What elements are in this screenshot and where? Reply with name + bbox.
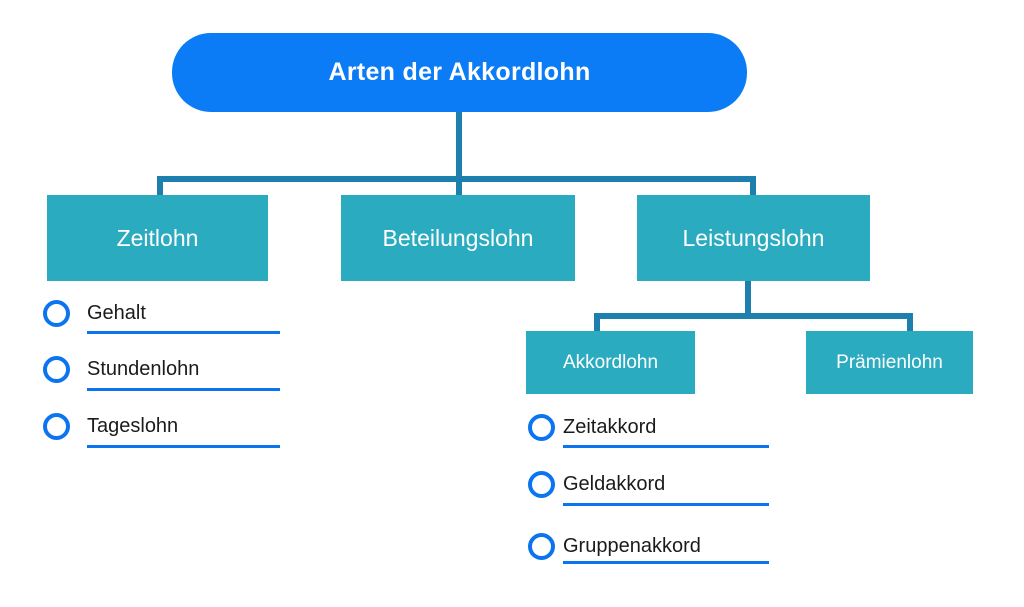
connector-level2-right-stub (907, 313, 913, 333)
list-item-geldakkord: Geldakkord (563, 473, 666, 495)
circle-bullet-icon (43, 300, 70, 327)
node-praemienlohn-label: Prämienlohn (836, 351, 943, 373)
root-node: Arten der Akkordlohn (172, 33, 747, 112)
item-underline (87, 331, 280, 334)
node-praemienlohn: Prämienlohn (806, 331, 973, 394)
node-leistungslohn-label: Leistungslohn (682, 224, 825, 251)
circle-bullet-icon (528, 471, 555, 498)
node-akkordlohn: Akkordlohn (526, 331, 695, 394)
node-leistungslohn: Leistungslohn (637, 195, 870, 281)
circle-bullet-icon (528, 414, 555, 441)
item-underline (563, 503, 769, 506)
circle-bullet-icon (528, 533, 555, 560)
list-item-zeitakkord: Zeitakkord (563, 416, 657, 438)
item-underline (87, 388, 280, 391)
connector-leistungslohn-vertical (745, 281, 751, 316)
list-item-stundenlohn: Stundenlohn (87, 358, 200, 380)
node-beteilungslohn: Beteilungslohn (341, 195, 575, 281)
item-underline (563, 445, 769, 448)
connector-level1-left-stub (157, 176, 163, 195)
list-item-gruppenakkord: Gruppenakkord (563, 535, 701, 557)
node-akkordlohn-label: Akkordlohn (562, 351, 659, 373)
list-item-tageslohn: Tageslohn (87, 415, 179, 437)
connector-level2-left-stub (594, 313, 600, 333)
node-zeitlohn: Zeitlohn (47, 195, 268, 281)
root-node-label: Arten der Akkordlohn (328, 58, 591, 86)
node-zeitlohn-label: Zeitlohn (116, 224, 199, 251)
circle-bullet-icon (43, 413, 70, 440)
connector-level1-right-stub (750, 176, 756, 195)
node-beteilungslohn-label: Beteilungslohn (382, 224, 534, 251)
item-underline (563, 561, 769, 564)
item-underline (87, 445, 280, 448)
connector-level1-horizontal (157, 176, 756, 182)
connector-root-vertical (456, 112, 462, 196)
list-item-gehalt: Gehalt (87, 302, 146, 324)
connector-level2-horizontal (594, 313, 913, 319)
circle-bullet-icon (43, 356, 70, 383)
